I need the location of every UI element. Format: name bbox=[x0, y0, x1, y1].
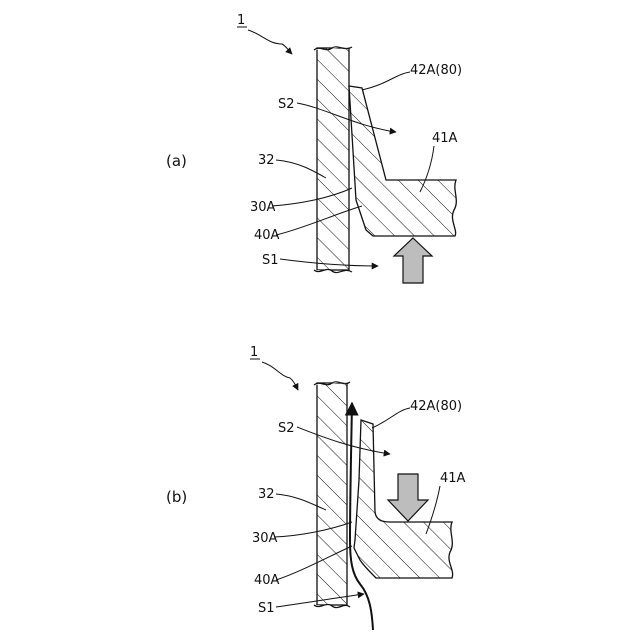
label-40a: 40A bbox=[254, 228, 280, 243]
label-41a-b: 41A bbox=[440, 471, 466, 486]
label-s2-b: S2 bbox=[278, 421, 295, 436]
label-41a: 41A bbox=[432, 131, 458, 146]
wall-32-b bbox=[314, 382, 350, 608]
label-s1-b: S1 bbox=[258, 601, 275, 616]
panel-b: (b) 1 42A(80) S2 41A 32 30A 40A S1 bbox=[166, 345, 466, 630]
label-30a: 30A bbox=[250, 200, 276, 215]
force-arrow-up bbox=[394, 238, 432, 283]
force-arrow-down bbox=[388, 474, 428, 521]
label-30a-b: 30A bbox=[252, 531, 278, 546]
figure-number-leader bbox=[248, 30, 292, 54]
leader-42a bbox=[362, 72, 410, 90]
label-40a-b: 40A bbox=[254, 573, 280, 588]
leader-42a-b bbox=[372, 408, 410, 428]
seal-lip-42a bbox=[349, 86, 456, 236]
label-42a-b: 42A(80) bbox=[410, 399, 462, 414]
label-s1: S1 bbox=[262, 253, 279, 268]
label-42a: 42A(80) bbox=[410, 63, 462, 78]
wall-32 bbox=[314, 47, 352, 273]
label-32-b: 32 bbox=[258, 487, 275, 502]
label-s2: S2 bbox=[278, 97, 295, 112]
label-32: 32 bbox=[258, 153, 275, 168]
figure-number-leader-b bbox=[262, 362, 298, 390]
panel-label-b: (b) bbox=[166, 488, 187, 506]
figure-number-label-b: 1 bbox=[250, 345, 258, 360]
panel-a: (a) 1 42A(80) S2 41A 32 30A 40A S1 bbox=[166, 13, 462, 283]
panel-label-a: (a) bbox=[166, 152, 187, 170]
figure-number-label: 1 bbox=[237, 13, 245, 28]
